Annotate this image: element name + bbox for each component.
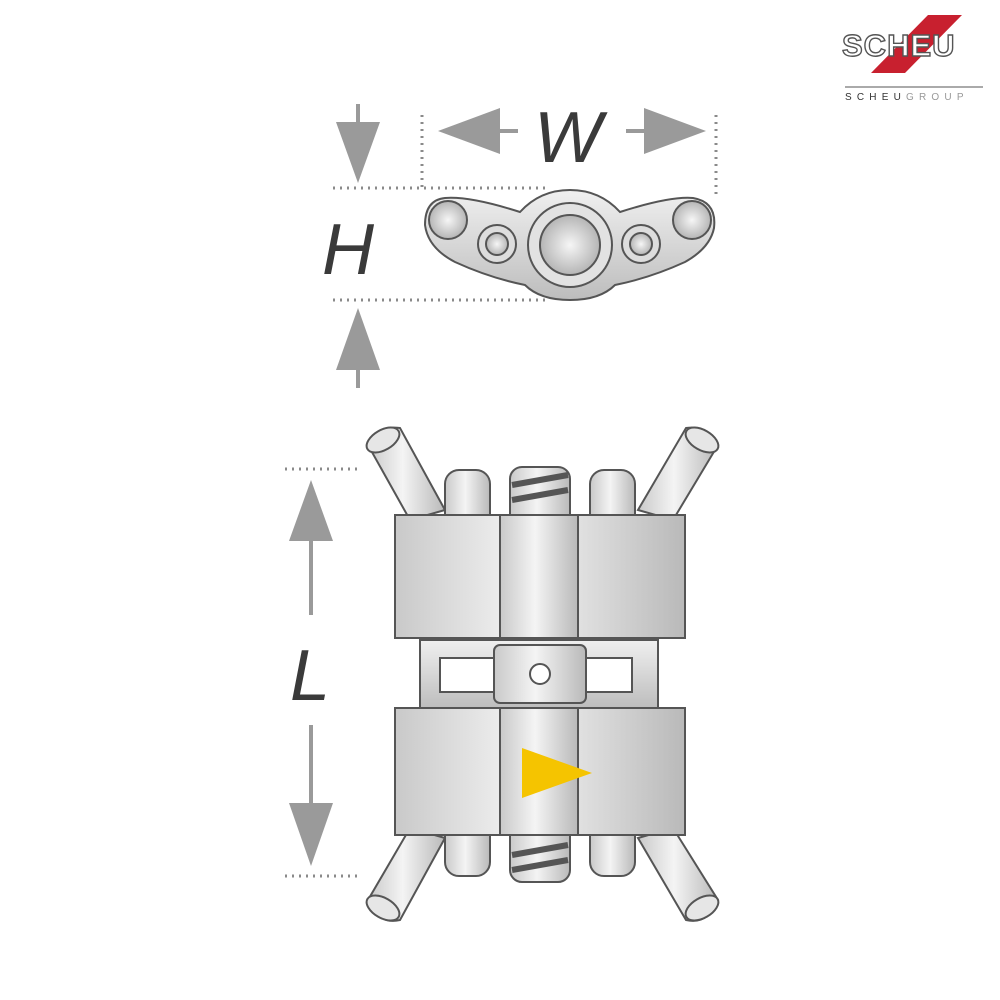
- length-arrow-bottom: [289, 725, 333, 866]
- upper-clamp-block: [394, 514, 686, 639]
- scheu-logo: SCHEU SCHEUGROUP: [841, 15, 983, 103]
- logo-group: SCHEUGROUP: [845, 92, 969, 103]
- spacer-side-view: [365, 426, 720, 922]
- height-label: H: [322, 210, 375, 290]
- guide-lines: [285, 115, 718, 878]
- length-arrow-top: [289, 480, 333, 615]
- height-arrow-top: [336, 104, 380, 183]
- width-arrow-right: [626, 108, 706, 154]
- logo-stripe: [871, 15, 962, 73]
- logo-brand: SCHEU: [842, 28, 956, 63]
- middle-band: [419, 639, 659, 709]
- spacer-top-view: [423, 188, 716, 302]
- width-arrow-left: [438, 108, 518, 154]
- direction-marker-icon: [522, 748, 592, 798]
- diagonal-tubes: [365, 426, 720, 922]
- height-arrow-bottom: [336, 308, 380, 388]
- length-label: L: [290, 636, 330, 716]
- width-label: W: [534, 98, 608, 178]
- dimension-arrows: [289, 104, 706, 866]
